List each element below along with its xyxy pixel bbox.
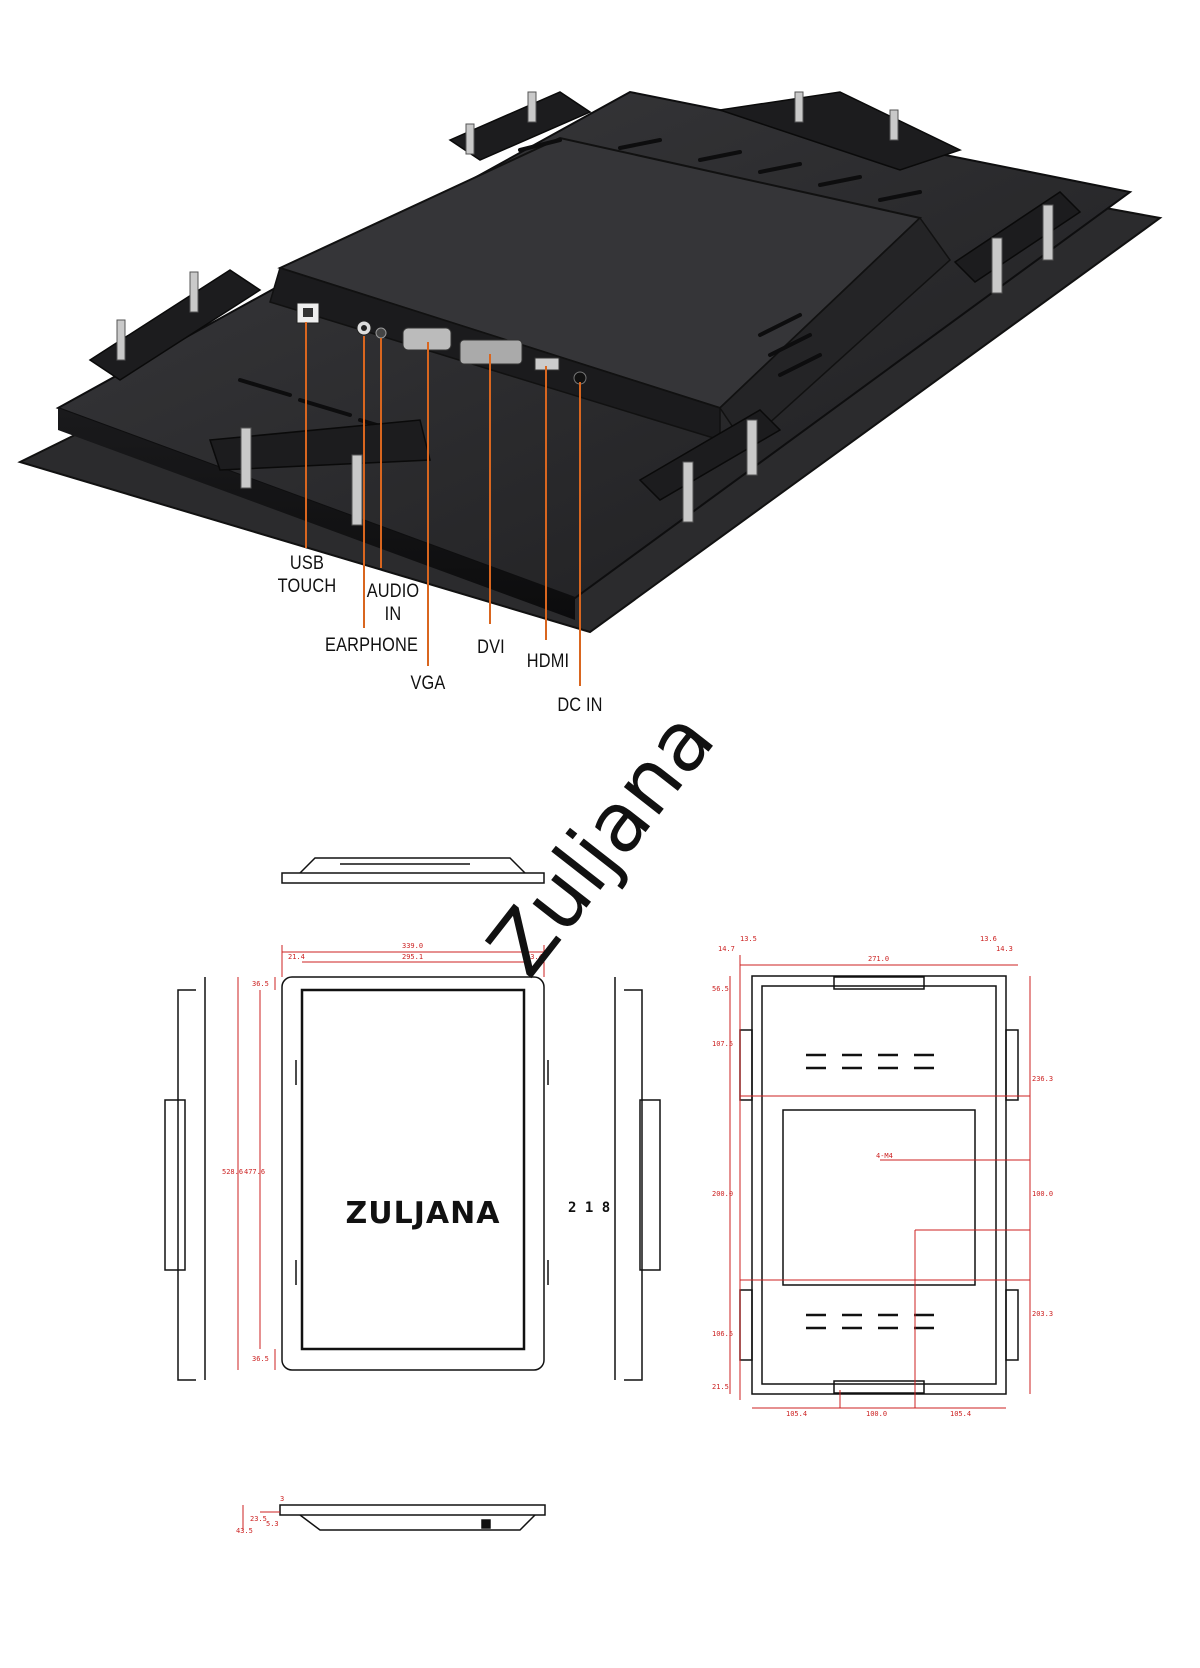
dim-bottom-margin: 36.5 bbox=[252, 1355, 269, 1363]
dim-inner-height: 477.6 bbox=[244, 1168, 266, 1176]
dim-back-top-total: 271.0 bbox=[868, 955, 890, 963]
dim-right-offset: 23.4 bbox=[526, 953, 543, 961]
dim-back-top-right2: 14.3 bbox=[996, 945, 1013, 953]
label-hdmi: HDMI bbox=[526, 651, 570, 672]
dim-back-left-1: 56.5 bbox=[712, 985, 729, 993]
front-dimension-lines bbox=[237, 945, 545, 1370]
dim-back-right-3: 203.3 bbox=[1032, 1310, 1054, 1318]
dim-back-left-3: 200.0 bbox=[712, 1190, 734, 1198]
front-view bbox=[281, 976, 549, 1371]
dim-back-left-5: 21.5 bbox=[712, 1383, 729, 1391]
dim-bottom-h3: 5.3 bbox=[266, 1520, 279, 1528]
screen-brand-text: ZULJANA bbox=[345, 1196, 501, 1231]
monitor-rear-render bbox=[17, 90, 1163, 686]
dim-total-width: 339.0 bbox=[402, 942, 424, 950]
callout-lines bbox=[305, 322, 581, 686]
back-view bbox=[739, 975, 1019, 1395]
bottom-profile-view bbox=[279, 1504, 546, 1531]
left-side-view bbox=[164, 977, 206, 1381]
label-vga: VGA bbox=[410, 673, 446, 694]
dim-back-bottom-3: 105.4 bbox=[950, 1410, 972, 1418]
audio-in-jack bbox=[375, 327, 387, 339]
dim-left-offset: 21.4 bbox=[288, 953, 305, 961]
dim-bottom-h2: 23.5 bbox=[250, 1515, 267, 1523]
label-dvi: DVI bbox=[477, 637, 505, 658]
dim-top-margin: 36.5 bbox=[252, 980, 269, 988]
label-dc-in: DC IN bbox=[557, 695, 603, 716]
dim-back-right-2: 100.0 bbox=[1032, 1190, 1054, 1198]
dim-back-top-left2: 13.5 bbox=[740, 935, 757, 943]
dim-bottom-h1: 43.5 bbox=[236, 1527, 253, 1535]
dim-back-bottom-2: 100.0 bbox=[866, 1410, 888, 1418]
bottom-dimension-lines bbox=[242, 1505, 280, 1530]
top-profile-view bbox=[281, 857, 545, 884]
center-mark: 2 1 8 bbox=[568, 1200, 611, 1216]
right-side-view bbox=[614, 977, 661, 1381]
frame-lower-face bbox=[58, 408, 575, 620]
back-dimension-lines bbox=[729, 955, 1031, 1409]
dim-bottom-h4: 3 bbox=[280, 1495, 285, 1503]
dim-back-bottom-1: 105.4 bbox=[786, 1410, 808, 1418]
dimension-drawings bbox=[164, 857, 1031, 1531]
label-usb-touch: USB TOUCH bbox=[277, 553, 337, 597]
label-earphone: EARPHONE bbox=[325, 635, 419, 656]
mounting-studs bbox=[116, 91, 1054, 526]
dim-inner-width: 295.1 bbox=[402, 953, 424, 961]
dim-total-height: 528.6 bbox=[222, 1168, 244, 1176]
dim-back-top-left: 14.7 bbox=[718, 945, 735, 953]
dim-back-hole-note: 4-M4 bbox=[876, 1152, 893, 1160]
dim-back-left-4: 106.5 bbox=[712, 1330, 734, 1338]
dim-back-top-right: 13.6 bbox=[980, 935, 997, 943]
dim-back-right-1: 236.3 bbox=[1032, 1075, 1054, 1083]
back-vent-slots bbox=[806, 1053, 934, 1330]
dim-back-left-2: 107.5 bbox=[712, 1040, 734, 1048]
label-audio-in: AUDIO IN bbox=[366, 581, 420, 625]
